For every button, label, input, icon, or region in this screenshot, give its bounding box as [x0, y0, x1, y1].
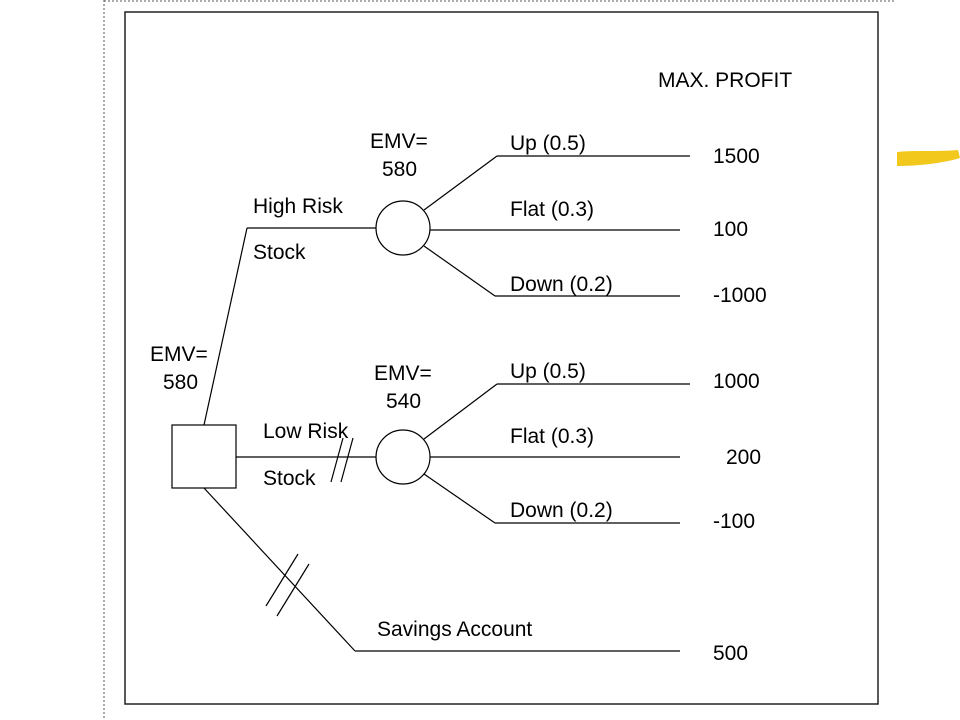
high-risk-payoff-down: -1000: [713, 284, 767, 307]
low-risk-payoff-flat: 200: [726, 446, 761, 469]
header-max-profit: MAX. PROFIT: [658, 69, 792, 92]
high-risk-outcome-down: Down (0.2): [510, 273, 613, 296]
high-risk-label: High Risk: [253, 195, 343, 218]
high-risk-stock-label: Stock: [253, 241, 306, 264]
high-risk-outcome-flat: Flat (0.3): [510, 198, 594, 221]
low-risk-payoff-up: 1000: [713, 370, 760, 393]
savings-prune-mark-2: [276, 563, 310, 617]
savings-branch-diagonal: [203, 487, 356, 652]
low-risk-emv-label: EMV=: [374, 362, 432, 385]
high-risk-payoff-flat: 100: [713, 218, 748, 241]
low-risk-outcome-up: Up (0.5): [510, 360, 586, 383]
savings-payoff: 500: [713, 642, 748, 665]
low-risk-outcome-flat: Flat (0.3): [510, 425, 594, 448]
decision-node: [171, 424, 237, 489]
high-risk-branch-diagonal: [203, 227, 248, 426]
low-risk-prune-mark-2: [340, 437, 354, 483]
high-risk-down-diagonal: [423, 245, 496, 297]
diagram-frame: [124, 11, 879, 705]
decision-emv-value: 580: [163, 371, 198, 394]
savings-label: Savings Account: [377, 618, 532, 641]
low-risk-stock-label: Stock: [263, 467, 316, 490]
high-risk-outcome-up: Up (0.5): [510, 132, 586, 155]
decision-emv-label: EMV=: [150, 343, 208, 366]
low-risk-chance-node: [375, 429, 431, 485]
low-risk-outcome-down: Down (0.2): [510, 499, 613, 522]
low-risk-prune-mark-1: [330, 437, 344, 483]
high-risk-emv-label: EMV=: [370, 130, 428, 153]
high-risk-chance-node: [375, 200, 431, 256]
high-risk-up-diagonal: [423, 155, 498, 211]
low-risk-payoff-down: -100: [713, 510, 755, 533]
low-risk-up-diagonal: [423, 383, 498, 440]
low-risk-down-diagonal: [423, 473, 496, 524]
high-risk-emv-value: 580: [382, 158, 417, 181]
highlighter-mark: [897, 150, 960, 166]
high-risk-payoff-up: 1500: [713, 145, 760, 168]
savings-prune-mark-1: [265, 553, 299, 607]
low-risk-emv-value: 540: [386, 390, 421, 413]
low-risk-label: Low Risk: [263, 420, 349, 443]
